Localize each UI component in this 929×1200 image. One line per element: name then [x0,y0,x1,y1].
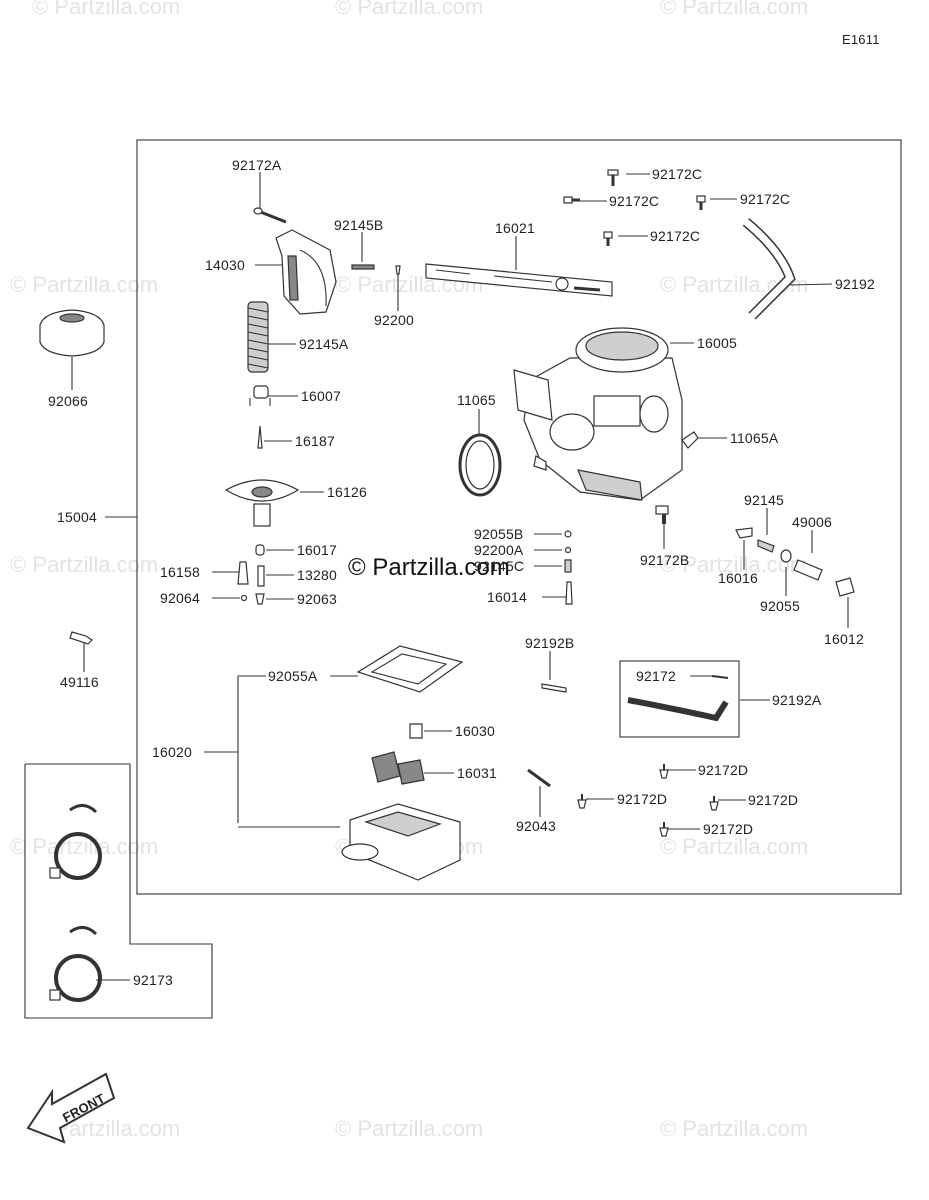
part-label[interactable]: 92192A [772,692,822,708]
part-label[interactable]: 92172C [650,228,701,244]
fuel-hose-box [619,660,740,738]
pin-92043 [527,768,551,788]
diagram-code: E1611 [842,32,880,47]
part-label[interactable]: 16031 [457,765,497,781]
part-label[interactable]: 16030 [455,723,495,739]
part-label[interactable]: 92172C [652,166,703,182]
part-label[interactable]: 92172D [748,792,799,808]
part-label[interactable]: 92200A [474,542,524,558]
float-bowl-16020 [341,803,461,881]
part-label[interactable]: 92055B [474,526,524,542]
part-label[interactable]: 92172C [740,191,791,207]
part-label[interactable]: 92172B [640,552,690,568]
part-label[interactable]: 16187 [295,433,335,449]
part-label[interactable]: 92192 [835,276,875,292]
part-label[interactable]: 92064 [160,590,200,606]
part-label[interactable]: 16016 [718,570,758,586]
part-label[interactable]: 92172D [617,791,668,807]
watermark: © Partzilla.com [660,834,809,859]
watermark: © Partzilla.com [10,272,159,297]
cap-92066 [39,309,105,357]
part-label[interactable]: 92172D [698,762,749,778]
leader-lines [71,172,849,981]
gasket-92055A [356,645,464,693]
part-label[interactable]: 49116 [60,674,99,690]
part-label[interactable]: 16126 [327,484,367,500]
part-label[interactable]: 92063 [297,591,337,607]
screw-92172C [563,169,706,246]
part-label[interactable]: 16158 [160,564,200,580]
part-label[interactable]: 15004 [57,509,97,525]
part-label[interactable]: 16017 [297,542,337,558]
part-label[interactable]: 16007 [301,388,341,404]
screw-92172A [253,207,287,224]
spring-92145B [351,264,375,270]
part-label[interactable]: 92172C [609,193,660,209]
retainer-16007 [249,385,271,406]
part-label[interactable]: 11065 [457,392,496,408]
small-parts-left [237,544,265,605]
part-label[interactable]: 92172D [703,821,754,837]
clip-92173 [49,804,102,1002]
part-label[interactable]: 13280 [297,567,337,583]
part-label[interactable]: 14030 [205,257,245,273]
screw-92172B [655,505,669,524]
part-label[interactable]: 92145C [474,558,525,574]
part-label[interactable]: 92172 [636,668,676,684]
spring-92145A [247,301,269,373]
cover-14030 [275,229,337,315]
part-label[interactable]: 92055 [760,598,800,614]
part-label[interactable]: 16020 [152,744,192,760]
watermark: © Partzilla.com [10,552,159,577]
assembly-frame [136,139,902,895]
small-parts-center [564,530,573,605]
pin-92192B [541,683,567,693]
ring-11065 [458,433,502,497]
screw-92172D [577,764,719,837]
part-label[interactable]: 16012 [824,631,864,647]
part-label[interactable]: 16014 [487,589,527,605]
part-label[interactable]: 92200 [374,312,414,328]
part-label[interactable]: 92145A [299,336,349,352]
part-label[interactable]: 92192B [525,635,575,651]
part-92200 [395,265,401,275]
watermark: © Partzilla.com [10,834,159,859]
front-arrow-icon [26,1072,116,1144]
part-label[interactable]: 49006 [792,514,832,530]
brand-watermark: © Partzilla.com [348,554,510,581]
watermark: © Partzilla.com [335,0,484,19]
part-label[interactable]: 11065A [730,430,779,446]
part-label[interactable]: 92173 [133,972,173,988]
part-label[interactable]: 92043 [516,818,556,834]
part-label[interactable]: 92145B [334,217,384,233]
part-16030 [409,723,423,739]
part-label[interactable]: 16005 [697,335,737,351]
clip-box [24,763,213,1019]
part-label[interactable]: 92172A [232,157,282,173]
watermark: © Partzilla.com [660,0,809,19]
plate-16021 [425,263,613,297]
carburetor-16005 [513,327,699,501]
part-label[interactable]: 92066 [48,393,88,409]
part-49116 [69,631,93,645]
hose-92192A [627,697,729,722]
needle-16187 [257,425,263,449]
watermark: © Partzilla.com [32,0,181,19]
watermark: © Partzilla.com [660,1116,809,1141]
part-label[interactable]: 92145 [744,492,784,508]
part-label[interactable]: 16021 [495,220,535,236]
part-label[interactable]: 92055A [268,668,318,684]
float-16031 [371,751,425,785]
diaphragm-16126 [224,479,300,527]
watermark: © Partzilla.com [335,1116,484,1141]
small-parts-right [735,527,855,597]
